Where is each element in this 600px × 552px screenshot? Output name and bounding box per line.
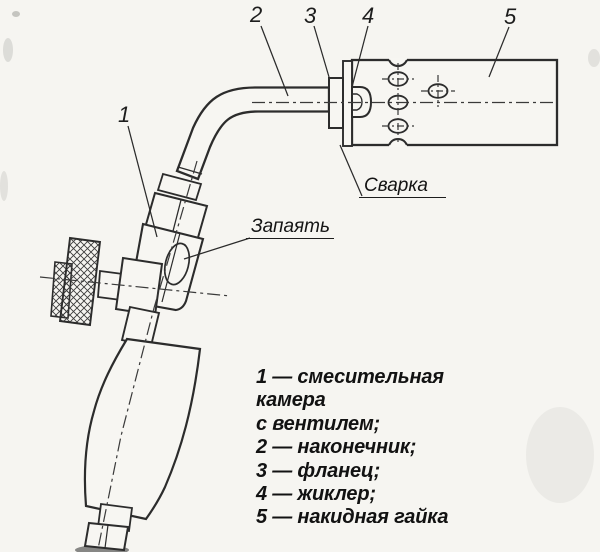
callout-4: 4 xyxy=(362,3,374,28)
notch-mask xyxy=(389,57,407,62)
leader-weld-label xyxy=(339,144,363,197)
legend-line-1: 1 — смесительная xyxy=(256,366,444,388)
scan-smudge xyxy=(588,49,600,67)
legend-line-6: 4 — жиклер; xyxy=(256,483,376,506)
leader-solder-label xyxy=(183,237,251,260)
jet-orifice-detail xyxy=(352,93,363,111)
solder-spot-ellipse xyxy=(163,242,191,286)
body-centerline xyxy=(97,160,198,550)
nut-facet-line xyxy=(104,524,109,549)
torch-handle xyxy=(83,337,202,521)
callout-1: 1 xyxy=(118,102,130,127)
leader-3 xyxy=(313,25,330,78)
solder-annotation-label: Запаять xyxy=(246,217,335,239)
leader-lines xyxy=(127,25,510,260)
tip-tube xyxy=(175,86,331,181)
callout-2: 2 xyxy=(249,2,262,27)
scan-smudge xyxy=(3,38,13,62)
callout-numbers: 1 2 3 4 5 xyxy=(118,2,517,127)
tube-collar xyxy=(156,172,203,202)
scan-smudge xyxy=(0,171,8,201)
leader-5 xyxy=(488,26,510,78)
legend-line-5: 3 — фланец; xyxy=(256,459,381,482)
tube-weld-tick xyxy=(177,166,203,175)
legend-line-4: 2 — наконечник; xyxy=(256,436,417,459)
callout-3: 3 xyxy=(304,3,317,28)
coupling-facet-line xyxy=(171,199,182,236)
scan-smudge xyxy=(12,11,20,17)
leader-2 xyxy=(260,25,289,97)
legend-line-3: с вентилем; xyxy=(256,412,381,435)
scan-artifacts xyxy=(0,11,600,552)
parts-legend: 1 — смесительная камера с вентилем; 2 — … xyxy=(256,366,556,530)
notch-mask xyxy=(389,143,407,148)
centerlines xyxy=(39,63,556,550)
leader-1 xyxy=(127,125,158,238)
callout-5: 5 xyxy=(504,4,517,29)
legend-line-2: камера xyxy=(256,389,326,412)
valve-centerline xyxy=(39,276,231,297)
valve-knurled-knob xyxy=(58,236,102,327)
welded-plate xyxy=(342,60,353,147)
weld-annotation-label: Сварка xyxy=(359,176,446,198)
legend-line-7: 5 — накидная гайка xyxy=(256,506,449,529)
scan-smudge xyxy=(526,407,594,503)
leader-4 xyxy=(351,25,369,88)
